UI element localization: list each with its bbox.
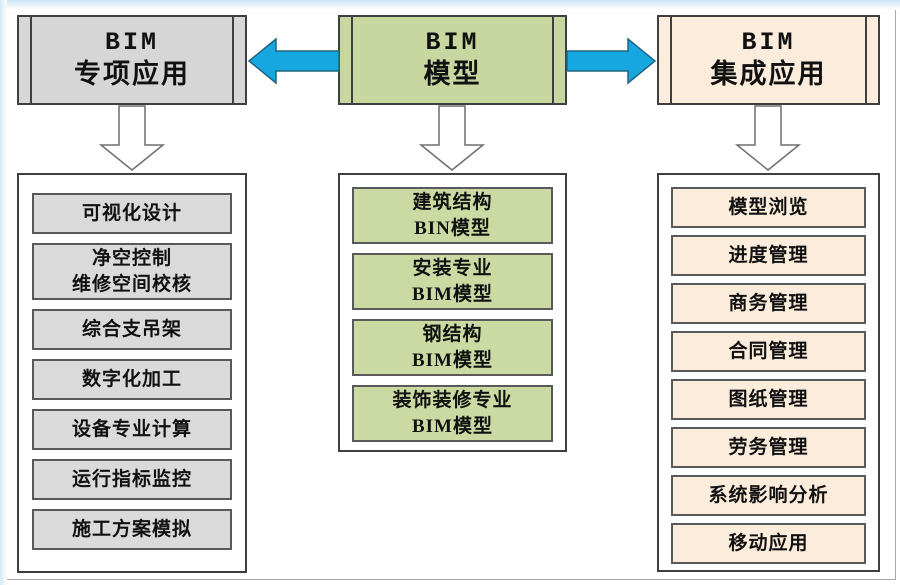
page-edge-bottom (7, 579, 896, 580)
panel-inner-line (865, 17, 867, 103)
arrow-down-right (734, 105, 802, 171)
list-item: 进度管理 (671, 235, 866, 276)
header-title-cjk: 模型 (423, 58, 482, 89)
list-item: 钢结构 BIM模型 (352, 319, 553, 376)
list-bim-special-applications: 可视化设计 净空控制 维修空间校核 综合支吊架 数字化加工 设备专业计算 运行指… (17, 173, 247, 573)
list-item: 安装专业 BIM模型 (352, 253, 553, 310)
list-item: 建筑结构 BIN模型 (352, 187, 553, 244)
panel-inner-line (351, 17, 353, 103)
panel-inner-line (30, 17, 32, 103)
list-item: 可视化设计 (32, 193, 232, 234)
list-item: 系统影响分析 (671, 475, 866, 516)
list-bim-models: 建筑结构 BIN模型 安装专业 BIM模型 钢结构 BIM模型 装饰装修专业 B… (338, 173, 567, 452)
list-item: 图纸管理 (671, 379, 866, 420)
header-title-latin: BIM (741, 27, 796, 57)
arrow-right-blue (566, 37, 657, 85)
arrow-left-blue (247, 37, 340, 85)
panel-inner-line (552, 17, 554, 103)
list-item: 商务管理 (671, 283, 866, 324)
panel-inner-line (670, 17, 672, 103)
arrow-down-left (98, 105, 166, 171)
header-bim-model: BIM 模型 (338, 15, 567, 105)
arrow-down-center (418, 105, 486, 171)
header-bim-integrated-applications: BIM 集成应用 (657, 15, 880, 105)
header-bim-special-applications: BIM 专项应用 (17, 15, 247, 105)
list-item: 移动应用 (671, 523, 866, 564)
list-item: 劳务管理 (671, 427, 866, 468)
list-item: 数字化加工 (32, 359, 232, 400)
list-item: 综合支吊架 (32, 309, 232, 350)
list-item: 装饰装修专业 BIM模型 (352, 385, 553, 442)
page-edge-top (0, 0, 900, 10)
list-item: 设备专业计算 (32, 409, 232, 450)
panel-inner-line (232, 17, 234, 103)
list-item: 合同管理 (671, 331, 866, 372)
page-edge-right (895, 10, 896, 579)
header-title-cjk: 专项应用 (74, 58, 190, 89)
header-title-latin: BIM (425, 27, 480, 57)
page-edge-left (0, 0, 7, 585)
list-item: 净空控制 维修空间校核 (32, 243, 232, 300)
header-title-latin: BIM (104, 27, 159, 57)
list-item: 模型浏览 (671, 187, 866, 228)
header-title-cjk: 集成应用 (710, 58, 827, 89)
list-item: 运行指标监控 (32, 459, 232, 500)
list-item: 施工方案模拟 (32, 509, 232, 550)
list-bim-integrated-applications: 模型浏览 进度管理 商务管理 合同管理 图纸管理 劳务管理 系统影响分析 移动应… (657, 173, 880, 572)
